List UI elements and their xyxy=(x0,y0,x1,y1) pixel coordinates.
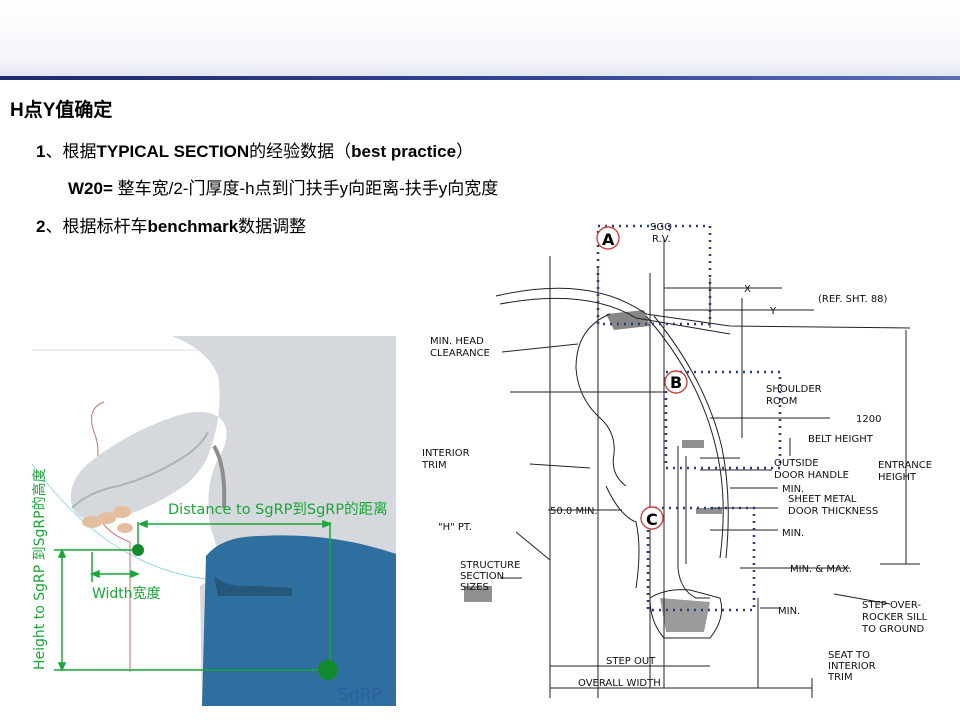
annotation-text: SHEET METAL xyxy=(788,494,857,505)
annotation-text: SHOULDER xyxy=(766,384,822,395)
width-label: Width宽度 xyxy=(92,585,161,602)
annotation-text: MIN. xyxy=(782,484,804,495)
item-text: 根据标杆车 xyxy=(62,217,148,236)
typical-section-drawing: A B C SGQ R.V. X Y (REF. SHT. 88) MIN. H… xyxy=(410,218,956,710)
item-text: 根据 xyxy=(62,142,97,161)
annotation-text: STEP OVER- xyxy=(862,600,921,611)
annotation-text: TRIM xyxy=(827,672,853,683)
annotation-text: BELT HEIGHT xyxy=(808,434,874,445)
marker-b-circle xyxy=(664,370,688,394)
mannequin-legs xyxy=(202,535,396,706)
list-item-1: 1、根据TYPICAL SECTION的经验数据（best practice） xyxy=(36,137,473,162)
annotation-text: R.V. xyxy=(652,234,671,245)
drawing-annotations: SGQ R.V. X Y (REF. SHT. 88) MIN. HEAD CL… xyxy=(421,222,932,689)
item-number: 2 xyxy=(36,217,46,236)
section-drawing-svg: A B C SGQ R.V. X Y (REF. SHT. 88) MIN. H… xyxy=(410,218,956,710)
annotation-text: 1200 xyxy=(856,414,881,425)
annotation-text: DOOR THICKNESS xyxy=(788,506,878,517)
formula-rhs: 整车宽/2-门厚度-h点到门扶手y向距离-扶手y向宽度 xyxy=(117,179,499,198)
marker-c-circle xyxy=(640,506,664,530)
item-separator: 、 xyxy=(45,217,63,236)
annotation-text: Y xyxy=(769,306,777,317)
item-keyword: TYPICAL SECTION xyxy=(96,142,250,161)
sgrp-label: SgRP xyxy=(338,685,382,705)
annotation-text: ROCKER SILL xyxy=(862,612,928,623)
item-separator: 、 xyxy=(45,142,63,161)
marker-a: A xyxy=(602,230,615,249)
seatback-frame xyxy=(212,444,227,509)
finger xyxy=(113,506,131,518)
item-text: 的经验数据（ xyxy=(249,142,352,161)
annotation-text: STRUCTURE xyxy=(460,560,520,571)
item-keyword: benchmark xyxy=(147,217,239,236)
annotation-text: MIN. xyxy=(778,606,800,617)
annotation-text: MIN. HEAD xyxy=(430,336,484,347)
annotation-text: SEAT TO xyxy=(828,650,870,661)
annotation-text: "H" PT. xyxy=(438,522,472,533)
annotation-text: ENTRANCE xyxy=(878,460,932,471)
list-item-2: 2、根据标杆车benchmark数据调整 xyxy=(36,212,306,237)
armrest-measurement-figure: Distance to SgRP到SgRP的距离 Width宽度 Height … xyxy=(31,336,397,706)
annotation-text: SGQ xyxy=(650,222,672,233)
item-text: ） xyxy=(456,142,474,161)
leg-shadow xyxy=(214,576,292,596)
arm-shading xyxy=(71,431,209,509)
annotation-text: INTERIOR xyxy=(828,661,876,672)
annotation-text: SIZES xyxy=(460,582,489,593)
annotation-text: TRIM xyxy=(421,460,447,471)
annotation-text: MIN. & MAX. xyxy=(790,564,852,575)
annotation-text: OUTSIDE xyxy=(774,458,819,469)
annotation-text: X xyxy=(744,284,751,295)
finger xyxy=(98,512,116,524)
annotation-text: TO GROUND xyxy=(861,624,925,635)
page-title: H点Y值确定 xyxy=(10,100,113,121)
header-band xyxy=(0,0,960,76)
item-number: 1 xyxy=(36,142,46,161)
item-text: 数据调整 xyxy=(238,217,307,236)
annotation-text: CLEARANCE xyxy=(430,348,490,359)
sgrp-marker xyxy=(318,660,338,680)
annotation-text: ROOM xyxy=(766,396,797,407)
marker-b: B xyxy=(670,373,682,392)
formula-lhs: W20= xyxy=(68,179,113,198)
armrest-point-marker xyxy=(132,544,144,556)
marker-c: C xyxy=(646,510,658,529)
green-dimension-lines xyxy=(54,519,332,672)
distance-label: Distance to SgRP到SgRP的距离 xyxy=(168,501,388,518)
height-label: Height to SgRP 到SgRP的高度 xyxy=(32,468,48,670)
annotation-text: DOOR HANDLE xyxy=(774,470,849,481)
annotation-text: (REF. SHT. 88) xyxy=(818,294,888,305)
annotation-text: MIN. xyxy=(782,528,804,539)
finger xyxy=(82,516,102,528)
formula-line: W20= 整车宽/2-门厚度-h点到门扶手y向距离-扶手y向宽度 xyxy=(68,174,498,199)
annotation-text: SECTION xyxy=(460,571,504,582)
annotation-text: STEP OUT xyxy=(606,656,656,667)
annotation-text: INTERIOR xyxy=(422,448,470,459)
header-rule xyxy=(0,76,960,80)
annotation-text: HEIGHT xyxy=(878,472,917,483)
armrest-figure-svg: Distance to SgRP到SgRP的距离 Width宽度 Height … xyxy=(31,336,397,706)
annotation-text: OVERALL WIDTH xyxy=(578,678,661,689)
item-keyword: best practice xyxy=(351,142,457,161)
annotation-text: 50.0 MIN. xyxy=(550,506,598,517)
finger xyxy=(117,523,133,533)
marker-a-circle xyxy=(596,226,620,250)
callout-boxes xyxy=(596,224,782,612)
